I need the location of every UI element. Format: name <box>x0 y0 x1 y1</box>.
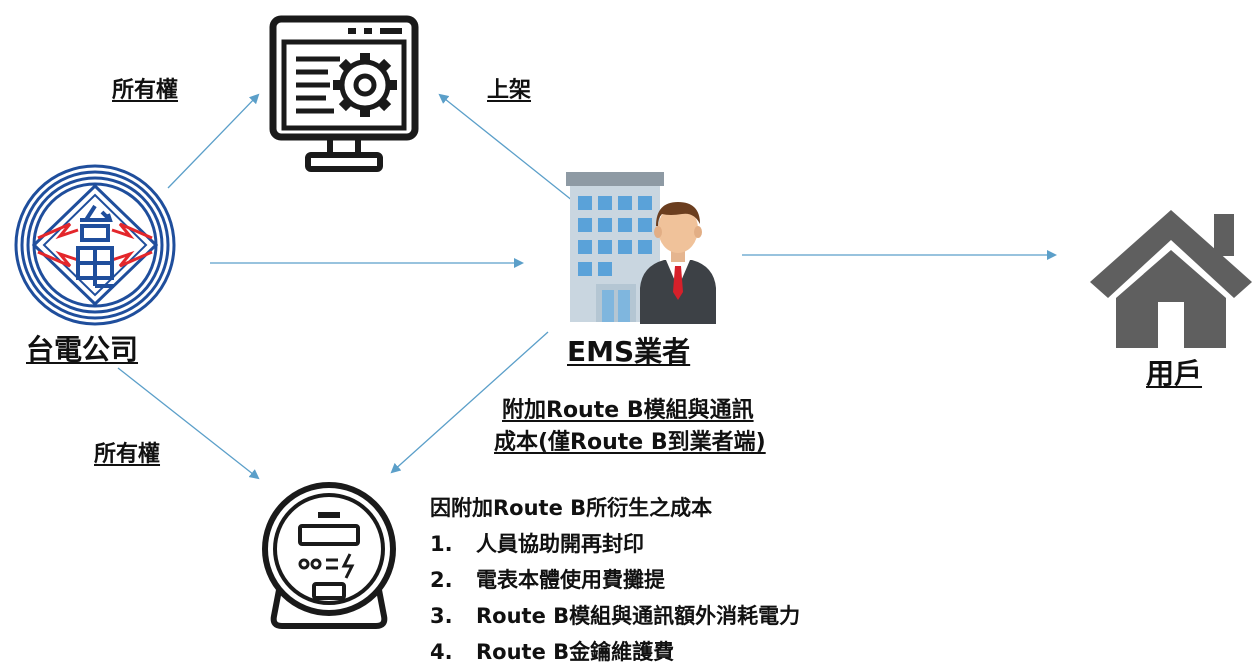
cost-item-1: 1. 人員協助開再封印 <box>430 526 800 562</box>
routeb-cost-heading: 因附加Route B所衍生之成本 <box>430 496 713 520</box>
user-label: 用戶 <box>1146 357 1203 390</box>
connector-arrows <box>117 93 1057 480</box>
cost-item-text: Route B金鑰維護費 <box>476 640 675 664</box>
businessman-icon <box>640 202 716 324</box>
taipower-logo <box>14 164 176 326</box>
routeb-cost-line2: 成本(僅Route B到業者端) <box>494 430 766 455</box>
routeb-cost-line1: 附加Route B模組與通訊 <box>502 398 754 423</box>
cost-item-text: 人員協助開再封印 <box>476 532 644 556</box>
cost-item-text: Route B模組與通訊額外消耗電力 <box>476 604 801 628</box>
ownership-label-top: 所有權 <box>112 78 179 103</box>
list-up-label: 上架 <box>487 78 532 103</box>
ems-label: EMS業者 <box>567 335 691 368</box>
ownership-label-bottom: 所有權 <box>94 442 161 467</box>
routeb-cost-list: 因附加Route B所衍生之成本 1.人員協助開再封印 2.電表本體使用費攤提 … <box>430 490 800 670</box>
cost-item-text: 電表本體使用費攤提 <box>476 568 665 592</box>
cost-item-number: 1. <box>430 532 453 556</box>
arrow-taipower-to-system <box>167 93 260 189</box>
house-icon <box>1090 210 1252 348</box>
office-building-icon <box>566 172 664 322</box>
arrow-ems-to-system <box>438 93 579 206</box>
arrow-taipower-to-meter <box>117 367 260 480</box>
cost-item-number: 2. <box>430 568 453 592</box>
computer-settings-icon <box>269 15 419 172</box>
cost-item-2: 2. 電表本體使用費攤提 <box>430 562 800 598</box>
cost-item-number: 3. <box>430 604 453 628</box>
cost-item-number: 4. <box>430 640 453 664</box>
cost-item-4: 4. Route B金鑰維護費 <box>430 634 800 670</box>
arrow-ems-to-meter <box>390 331 549 474</box>
cost-item-3: 3. Route B模組與通訊額外消耗電力 <box>430 598 800 634</box>
taipower-label: 台電公司 <box>26 333 139 366</box>
electric-meter-icon <box>262 482 396 629</box>
